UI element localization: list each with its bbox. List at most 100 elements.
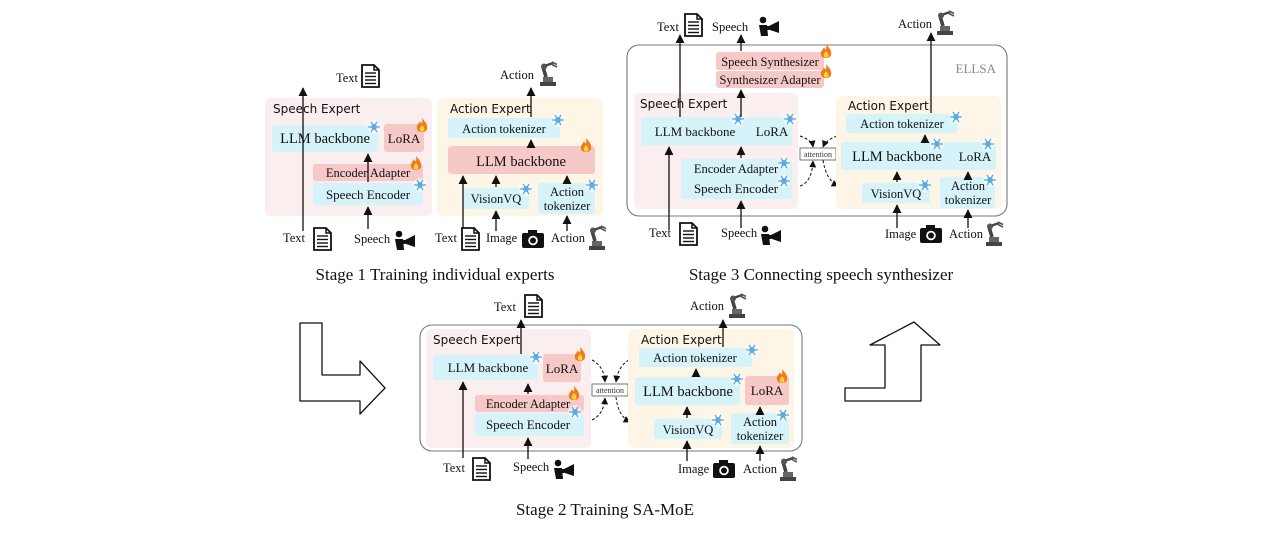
stage2-action-input: Action <box>743 462 778 476</box>
document-icon <box>361 64 380 88</box>
stage3-action-tokenizer-label: Action tokenizer <box>860 117 944 131</box>
snowflake-icon <box>980 136 996 152</box>
stage1-text-input-2: Text <box>435 231 458 245</box>
stage2-diagram: Speech Expert LLM backbone LoRA Encoder … <box>419 292 803 519</box>
document-icon <box>679 222 698 246</box>
snowflake-icon <box>710 412 726 428</box>
document-icon <box>684 13 703 37</box>
stage2-action-tokenizer-in-l1: Action <box>743 415 778 429</box>
stage2-llm-backbone-action-label: LLM backbone <box>643 384 733 400</box>
stage3-ellsa-label: ELLSA <box>956 61 997 76</box>
stage1-action-tokenizer-in <box>538 183 595 214</box>
snowflake-icon <box>775 407 791 423</box>
stage2-visionvq-label: VisionVQ <box>663 423 714 437</box>
stage3-action-output: Action <box>898 17 933 31</box>
stage3-action-expert-label: Action Expert <box>848 99 929 113</box>
stage1-text-output: Text <box>336 71 359 85</box>
curved-arrow-stage2-to-stage3 <box>844 321 941 402</box>
stage2-speech-encoder <box>475 413 584 436</box>
stage2-llm-backbone-label: LLM backbone <box>448 360 529 375</box>
stage3-speech-synthesizer <box>716 52 824 70</box>
curved-arrow-stage1-to-stage2 <box>299 322 386 415</box>
document-icon <box>461 227 480 251</box>
document-icon <box>472 457 491 481</box>
stage1-llm-backbone <box>272 125 378 152</box>
stage1-lora-label: LoRA <box>388 131 421 146</box>
stage3-speech-input: Speech <box>721 226 758 240</box>
stage1-llm-backbone-label: LLM backbone <box>280 131 370 147</box>
stage3-text-input: Text <box>649 226 672 240</box>
stage3-caption: Stage 3 Connecting speech synthesizer <box>689 265 954 284</box>
stage3-speech-output: Speech <box>712 20 749 34</box>
stage2-encoder-adapter <box>475 395 584 412</box>
snowflake-icon <box>782 111 798 127</box>
snowflake-icon <box>744 342 760 358</box>
stage3-speech-encoder-label: Speech Encoder <box>694 181 779 196</box>
stage2-speech-expert-label: Speech Expert <box>433 333 521 347</box>
stage3-action-tokenizer-in-l1: Action <box>951 179 986 193</box>
stage2-text-input: Text <box>443 461 466 475</box>
stage1-visionvq <box>463 188 529 209</box>
stage2-llm-backbone <box>433 355 538 380</box>
camera-icon <box>713 460 735 478</box>
stage1-action-tokenizer-in-l1: Action <box>550 185 585 199</box>
stage2-lora-action <box>745 376 789 405</box>
stage2-image-input: Image <box>678 462 710 476</box>
stage2-action-tokenizer-in <box>731 413 789 444</box>
stage1-speech-encoder <box>313 183 423 205</box>
stage3-action-input: Action <box>949 227 984 241</box>
stage2-text-output: Text <box>494 300 517 314</box>
stage2-attention-label: attention <box>596 386 624 395</box>
stage1-llm-backbone-action-label: LLM backbone <box>476 154 566 170</box>
snowflake-icon <box>366 119 382 135</box>
robot-arm-icon <box>778 455 799 483</box>
snowflake-icon <box>730 111 746 127</box>
stage3-speech-synthesizer-label: Speech Synthesizer <box>721 55 819 69</box>
document-icon <box>313 227 332 251</box>
stage2-action-tokenizer-in-l2: tokenizer <box>737 429 784 443</box>
stage1-action-tokenizer-in-l2: tokenizer <box>544 199 591 213</box>
stage3-synthesizer-adapter-label: Synthesizer Adapter <box>719 73 821 87</box>
stage3-llm-backbone-action <box>841 142 996 170</box>
stage3-attention-label: attention <box>804 150 832 159</box>
stage3-encoder-adapter-label: Encoder Adapter <box>694 162 779 176</box>
snowflake-icon <box>776 155 792 171</box>
speaker-icon <box>554 459 574 479</box>
snowflake-icon <box>584 177 600 193</box>
stage3-encoder-stack <box>681 159 792 199</box>
stage3-llm-backbone <box>641 117 792 145</box>
stage2-lora <box>543 354 581 382</box>
snowflake-icon <box>729 371 745 387</box>
speaker-icon <box>759 16 779 36</box>
speaker-icon <box>761 225 781 245</box>
stage3-speech-expert-label: Speech Expert <box>640 97 728 111</box>
stage3-synthesizer-adapter <box>716 71 824 88</box>
stage3-text-output: Text <box>657 20 680 34</box>
stage3-image-input: Image <box>885 227 917 241</box>
stage2-speech-encoder-label: Speech Encoder <box>486 417 571 432</box>
stage2-llm-backbone-action <box>635 377 740 405</box>
snowflake-icon <box>550 112 566 128</box>
robot-arm-icon <box>538 60 559 88</box>
stage1-action-expert-label: Action Expert <box>450 102 531 116</box>
stage3-action-tokenizer-in-l2: tokenizer <box>945 193 992 207</box>
stage1-diagram: Speech Expert LLM backbone LoRA Encoder … <box>265 60 608 284</box>
robot-arm-icon <box>587 224 608 252</box>
stage3-action-tokenizer-in <box>940 177 995 208</box>
speaker-icon <box>395 230 415 250</box>
snowflake-icon <box>412 177 428 193</box>
stage1-llm-backbone-action <box>448 146 595 174</box>
snowflake-icon <box>917 177 933 193</box>
stage3-llm-backbone-action-label: LLM backbone <box>852 149 942 165</box>
snowflake-icon <box>567 404 583 420</box>
stage2-action-tokenizer-label: Action tokenizer <box>653 351 737 365</box>
stage1-visionvq-label: VisionVQ <box>471 192 522 206</box>
snowflake-icon <box>528 349 544 365</box>
stage1-lora <box>384 124 424 152</box>
stage2-encoder-adapter-label: Encoder Adapter <box>486 397 571 411</box>
stage3-visionvq-label: VisionVQ <box>871 187 922 201</box>
snowflake-icon <box>982 172 998 188</box>
stage1-speech-encoder-label: Speech Encoder <box>326 187 411 202</box>
stage3-diagram: ELLSA Speech Synthesizer Synthesizer Ada… <box>626 9 1008 284</box>
